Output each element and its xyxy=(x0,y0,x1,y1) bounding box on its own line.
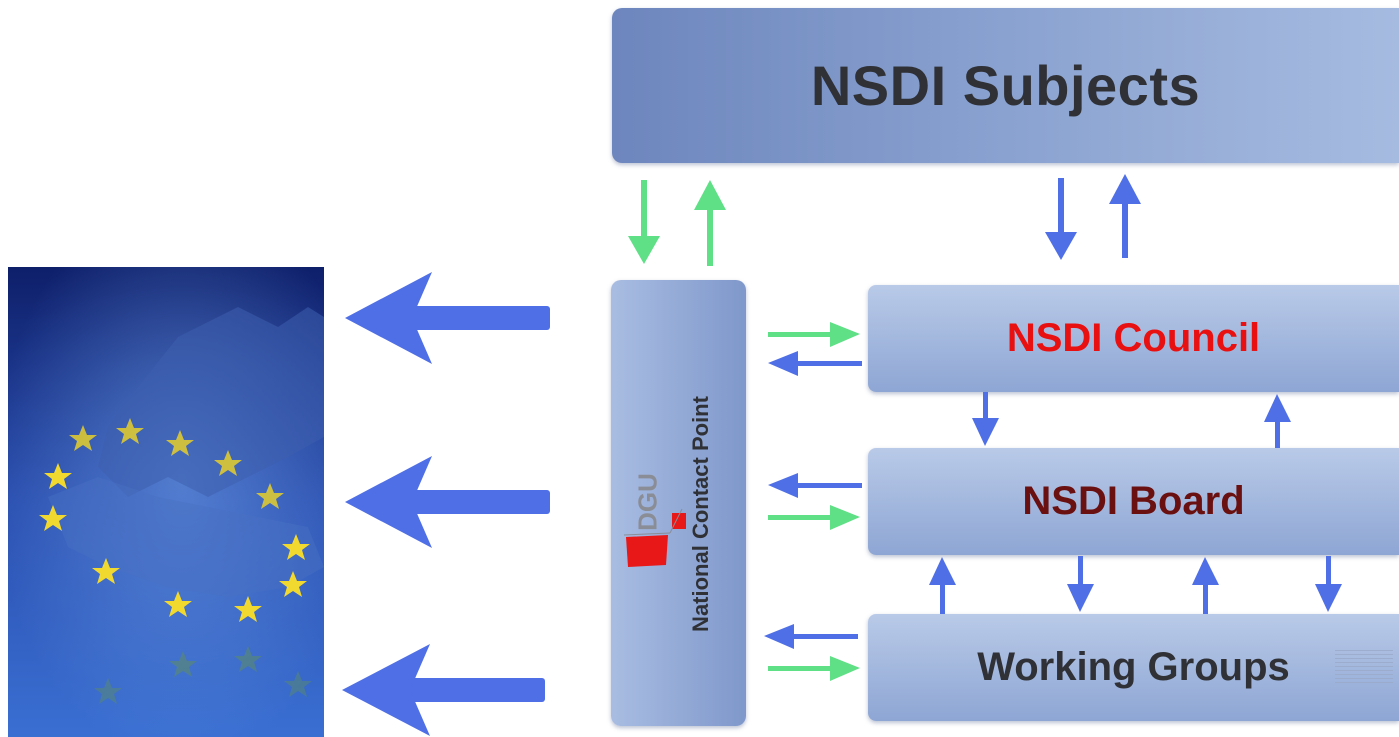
blue-arrow-subjects-to-council xyxy=(1045,178,1077,260)
green-arrow-ncp-to-board xyxy=(768,505,860,530)
eu-arrow-bottom xyxy=(342,644,545,736)
working-groups-label: Working Groups xyxy=(977,645,1290,689)
nsdi-council-label: NSDI Council xyxy=(1006,316,1261,360)
blue-arrow-council-to-subjects xyxy=(1109,174,1141,258)
national-contact-point-box xyxy=(611,280,746,726)
eu-flag-image xyxy=(8,267,324,737)
green-arrow-subjects-to-ncp xyxy=(628,180,660,264)
document-icon xyxy=(1335,650,1393,684)
green-arrow-ncp-to-council xyxy=(768,322,860,347)
blue-arrow-council-to-board xyxy=(972,392,999,446)
nsdi-council-box: NSDI Council xyxy=(868,285,1399,392)
green-arrow-ncp-to-groups xyxy=(768,656,860,681)
working-groups-box: Working Groups xyxy=(868,614,1399,721)
blue-arrow-board-to-council xyxy=(1264,394,1291,448)
national-contact-point-label: National Contact Point xyxy=(688,396,713,632)
eu-arrow-middle xyxy=(345,456,550,548)
nsdi-subjects-box: NSDI Subjects xyxy=(612,8,1399,163)
blue-arrow-groups-to-board-2 xyxy=(1192,557,1219,614)
blue-arrow-council-to-ncp xyxy=(768,351,862,376)
blue-arrow-board-to-groups-2 xyxy=(1315,556,1342,612)
eu-flag-svg xyxy=(8,267,324,737)
nsdi-board-label: NSDI Board xyxy=(1022,479,1245,523)
blue-arrow-groups-to-board-1 xyxy=(929,557,956,614)
nsdi-board-box: NSDI Board xyxy=(868,448,1399,555)
blue-arrow-groups-to-ncp xyxy=(764,624,858,649)
eu-arrow-top xyxy=(345,272,550,364)
blue-arrow-board-to-groups-1 xyxy=(1067,556,1094,612)
green-arrow-ncp-to-subjects xyxy=(694,180,726,266)
blue-arrow-board-to-ncp xyxy=(768,473,862,498)
dgu-logo-icon xyxy=(623,508,686,567)
nsdi-subjects-label: NSDI Subjects xyxy=(810,54,1201,117)
